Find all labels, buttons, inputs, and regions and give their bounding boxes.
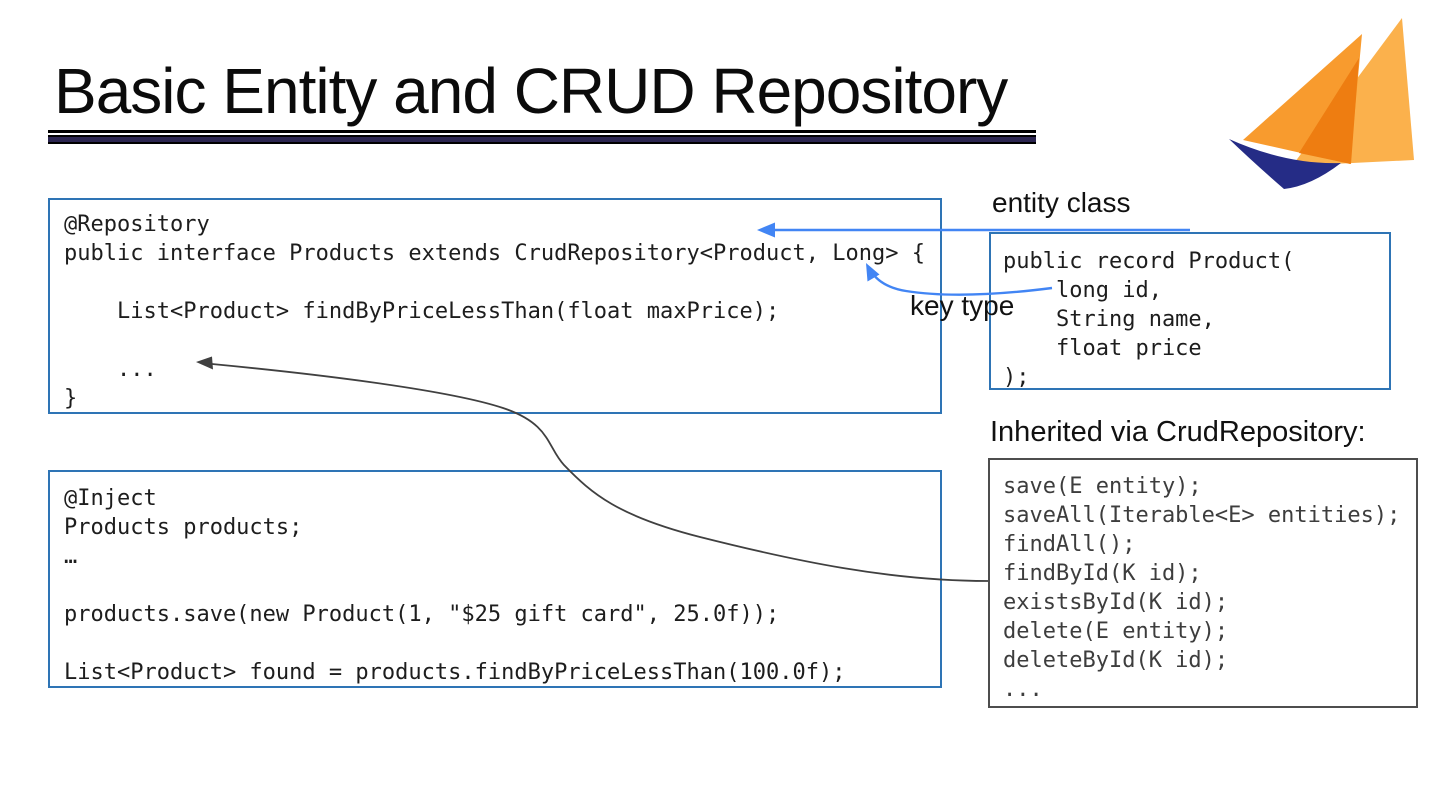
- title-underline-thick: [48, 135, 1036, 144]
- hull-icon: [1229, 139, 1341, 189]
- inherited-heading: Inherited via CrudRepository:: [990, 416, 1366, 448]
- entity-code-block: public record Product( long id, String n…: [1003, 249, 1295, 390]
- slide-title: Basic Entity and CRUD Repository: [54, 55, 1008, 127]
- repository-code-box: @Repository public interface Products ex…: [48, 198, 942, 414]
- jakarta-ee-logo: [1229, 18, 1414, 189]
- usage-code-block: @Inject Products products; … products.sa…: [64, 486, 846, 685]
- repository-code-block: @Repository public interface Products ex…: [64, 212, 925, 411]
- key-type-label: key type: [910, 290, 1015, 321]
- entity-code-box: public record Product( long id, String n…: [989, 232, 1391, 390]
- inherited-methods-box: save(E entity); saveAll(Iterable<E> enti…: [988, 458, 1418, 708]
- sail-overlap-icon: [1299, 58, 1359, 164]
- sail-medium-icon: [1243, 34, 1362, 164]
- entity-class-label: entity class: [992, 187, 1131, 218]
- title-underline-thin: [48, 130, 1036, 133]
- usage-code-box: @Inject Products products; … products.sa…: [48, 470, 942, 688]
- inherited-methods-block: save(E entity); saveAll(Iterable<E> enti…: [1003, 474, 1401, 702]
- sail-light-icon: [1292, 18, 1414, 166]
